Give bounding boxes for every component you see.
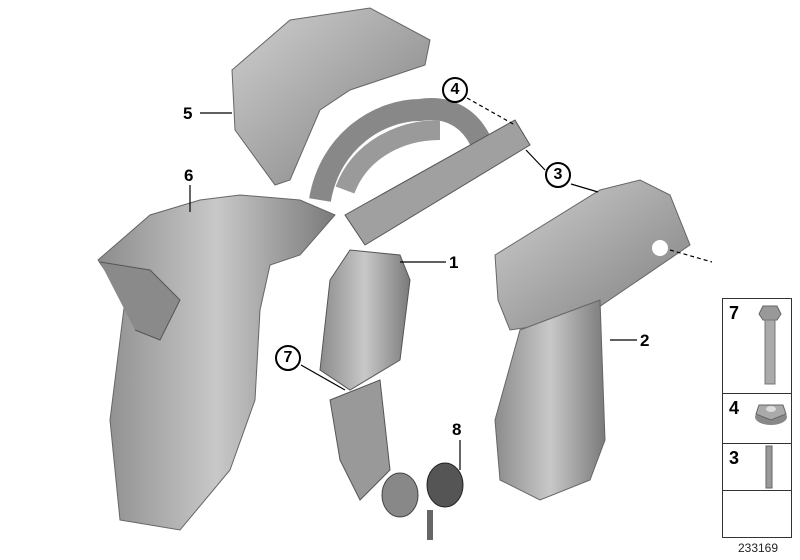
- callout-1: 1: [449, 253, 459, 272]
- callout-7: 7: [275, 345, 301, 371]
- legend-row: 4: [723, 394, 791, 444]
- callout-8: 8: [452, 420, 462, 439]
- legend-number: 4: [729, 398, 740, 418]
- exhaust-manifold-catalytic-converter: [309, 98, 531, 518]
- diagram-number: 233169: [737, 541, 779, 555]
- hardware-legend-panel: 7 4 3: [722, 298, 792, 538]
- callout-2: 2: [640, 331, 650, 350]
- legend-number: 3: [729, 448, 740, 468]
- legend-row: 7: [723, 299, 791, 394]
- callout-6: 6: [184, 166, 194, 185]
- leader-lines: [189, 97, 713, 470]
- flange-nut-icon: [755, 404, 787, 425]
- heat-shield-left: [97, 194, 336, 531]
- callout-3: 3: [545, 162, 571, 188]
- bolt-icon: [758, 305, 782, 385]
- callout-4: 4: [442, 77, 468, 103]
- legend-row: 3: [723, 444, 791, 491]
- oxygen-sensor-seal: [426, 462, 464, 540]
- heat-shield-right: [494, 179, 691, 501]
- legend-number: 7: [729, 303, 740, 323]
- callout-5: 5: [183, 104, 193, 123]
- stud-icon: [765, 445, 773, 489]
- heat-shield-upper: [231, 7, 431, 186]
